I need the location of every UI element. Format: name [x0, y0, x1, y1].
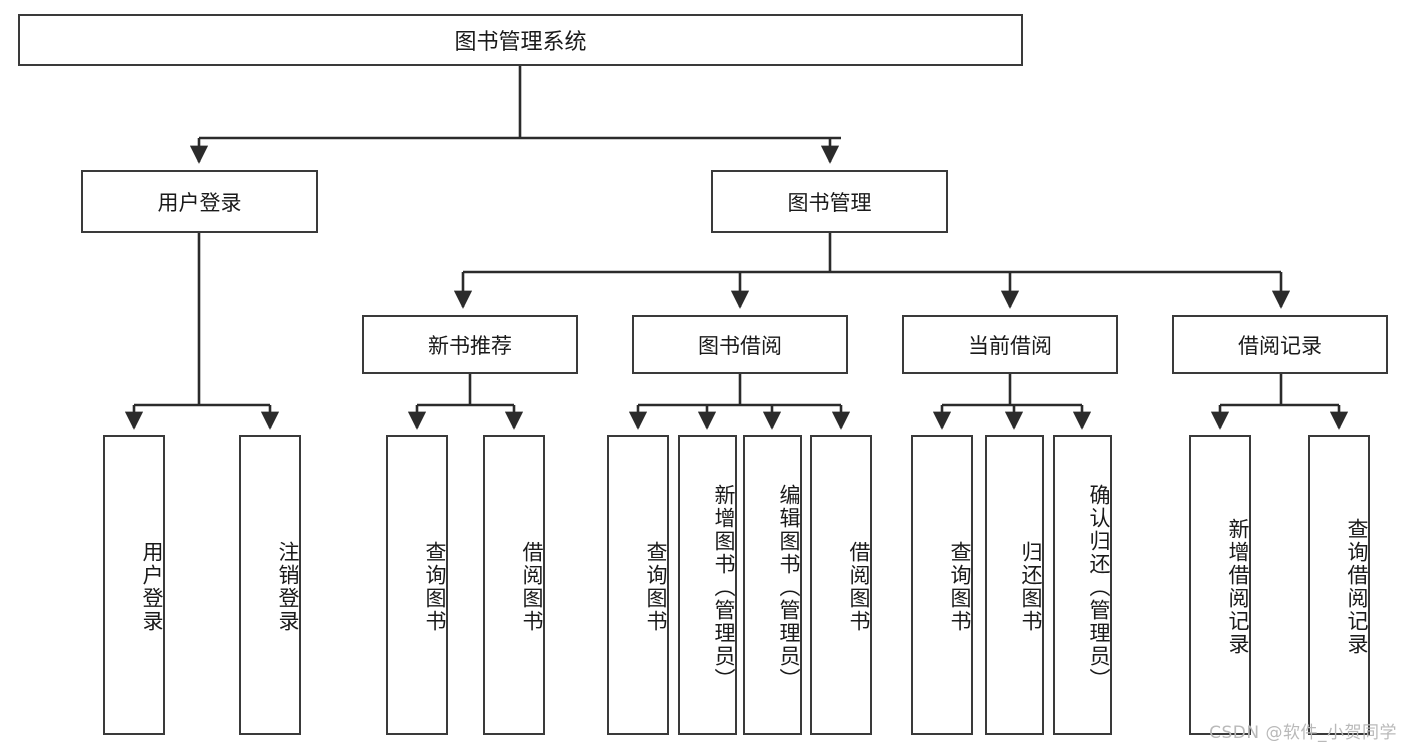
node-label: 借阅记录 — [1238, 333, 1322, 358]
node-label: 借阅图书 — [520, 541, 544, 633]
node-borrow-record[interactable]: 借阅记录 — [1172, 315, 1388, 374]
node-label: 确认归还（管理员） — [1087, 483, 1111, 691]
node-label: 新增借阅记录 — [1226, 518, 1250, 656]
node-label: 新增图书（管理员） — [712, 483, 736, 691]
node-leaf-query-book-2[interactable]: 查询图书 — [607, 435, 669, 735]
node-label: 查询图书 — [948, 541, 972, 633]
node-label: 当前借阅 — [968, 333, 1052, 358]
node-label: 查询图书 — [644, 541, 668, 633]
node-label: 查询借阅记录 — [1345, 518, 1369, 656]
node-leaf-query-book-3[interactable]: 查询图书 — [911, 435, 973, 735]
node-user-login[interactable]: 用户登录 — [81, 170, 318, 233]
node-leaf-add-book[interactable]: 新增图书（管理员） — [678, 435, 737, 735]
node-label: 归还图书 — [1019, 541, 1043, 633]
node-leaf-confirm-return[interactable]: 确认归还（管理员） — [1053, 435, 1112, 735]
node-leaf-return-book[interactable]: 归还图书 — [985, 435, 1044, 735]
node-label: 注销登录 — [276, 541, 300, 633]
node-root[interactable]: 图书管理系统 — [18, 14, 1023, 66]
node-new-book-rec[interactable]: 新书推荐 — [362, 315, 578, 374]
node-leaf-query-record[interactable]: 查询借阅记录 — [1308, 435, 1370, 735]
node-leaf-borrow-book-1[interactable]: 借阅图书 — [483, 435, 545, 735]
node-label: 图书管理 — [787, 190, 872, 215]
node-leaf-logout[interactable]: 注销登录 — [239, 435, 301, 735]
node-label: 用户登录 — [157, 190, 242, 215]
node-leaf-query-book-1[interactable]: 查询图书 — [386, 435, 448, 735]
node-label: 编辑图书（管理员） — [777, 483, 801, 691]
node-leaf-user-login[interactable]: 用户登录 — [103, 435, 165, 735]
node-leaf-add-record[interactable]: 新增借阅记录 — [1189, 435, 1251, 735]
node-book-borrow[interactable]: 图书借阅 — [632, 315, 848, 374]
node-label: 新书推荐 — [428, 333, 512, 358]
node-leaf-edit-book[interactable]: 编辑图书（管理员） — [743, 435, 802, 735]
node-label: 用户登录 — [140, 541, 164, 633]
node-label: 借阅图书 — [847, 541, 871, 633]
node-label: 图书借阅 — [698, 333, 782, 358]
node-current-borrow[interactable]: 当前借阅 — [902, 315, 1118, 374]
node-label: 查询图书 — [423, 541, 447, 633]
node-leaf-borrow-book-2[interactable]: 借阅图书 — [810, 435, 872, 735]
node-root-label: 图书管理系统 — [454, 30, 587, 55]
node-book-manage[interactable]: 图书管理 — [711, 170, 948, 233]
